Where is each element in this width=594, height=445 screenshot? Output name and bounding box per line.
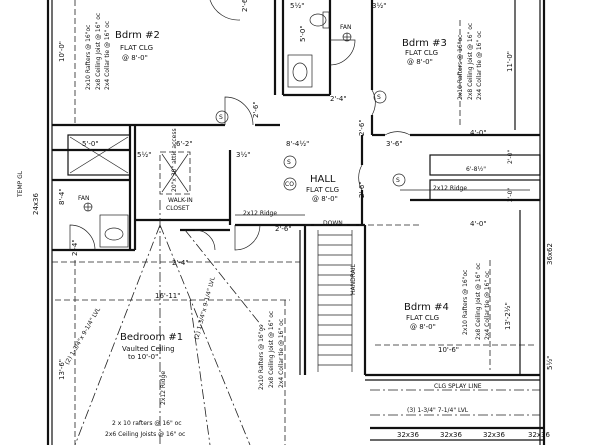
joist-note-bdrm3: 2x8 Ceiling Joist @ 16" oc [467,23,474,100]
dim-5-0-b: 5'-0" [299,25,307,42]
hall-clg: FLAT CLG [306,186,339,194]
dim-2-6-e: 2'-6" [241,0,249,12]
lvl-note-left: (2) 1-3/4"x 9-1/4" LVL [64,306,103,366]
dim-2-4-c: 2'-4" [172,259,189,267]
dim-5-half-c: 5½" [546,356,554,370]
rafter-note-bdrm3: 2x10 Rafters @ 16"oc [457,35,464,100]
ridge-right: 2x12 Ridge [433,185,467,192]
dim-5-half-b: 5½" [290,2,304,10]
fan-label-bath: FAN [340,24,352,31]
walkin-name: WALK-IN [168,197,193,204]
window-32x36-a: 32x36 [397,431,420,439]
dim-3-half-b: 3½" [372,2,386,10]
dim-10-0: 10'-0" [58,41,66,62]
window-32x36-c: 32x36 [483,431,506,439]
rafter-note-bdrm4: 2x10 Rafters @ 16"oc [462,270,469,335]
dim-8-4half: 8'-4½" [286,140,309,148]
collar-note-bdrm3: 2x4 Collar tie @ 16" oc [476,31,483,100]
dim-16-11: 16'-11" [155,292,180,300]
down-label: DOWN [323,220,343,227]
joist-note-b1: 2x6 Ceiling Joists @ 16" oc [105,431,185,438]
dim-2-6-b: 2'-6" [358,119,366,136]
dim-2-6-d: 2'-6" [275,225,292,233]
bdrm2-clg: FLAT CLG [120,44,153,52]
roof-lines [52,0,535,445]
dim-2-4-b: 2'-4" [71,239,79,256]
bdrm2-height: @ 8'-0" [122,54,148,62]
dim-4-0-a: 4'-0" [470,129,487,137]
bedroom1-name: Bedroom #1 [120,332,183,343]
dim-2-6-c: 2'-6" [358,181,366,198]
bdrm3-clg: FLAT CLG [405,49,438,57]
bedroom1-height: to 10'-0" [128,353,158,361]
dim-13-2half: 13'-2½" [504,302,512,330]
window-32x36-b: 32x36 [440,431,463,439]
rafter-note-b1: 2 x 10 rafters @ 16" oc [112,420,182,427]
attic-access-label: 20"x 30" attic access [171,128,178,192]
rafter-note-center: 2x10 Rafters @ 16"oc [258,325,265,390]
collar-note-bdrm4: 2x4 Collar tie @ 16" oc [484,271,491,340]
rafter-note-bdrm2: 2x10 Rafters @ 16"oc [85,25,92,90]
hall-height: @ 8'-0" [312,195,338,203]
dim-36x62: 36x62 [546,243,554,265]
dim-2-4-a: 2'-4" [330,95,347,103]
bdrm4-height: @ 8'-0" [410,323,436,331]
smoke-2: S [287,159,291,166]
dim-11-0: 11'-0" [506,51,514,72]
fixtures [69,11,406,248]
dim-10-6: 10'-6" [438,346,459,354]
bdrm4-name: Bdrm #4 [404,302,449,313]
dim-8-4: 8'-4" [58,188,66,205]
dim-5-0: 5'-0" [82,140,99,148]
ridge-bedroom1: 2x12 Ridge [160,371,167,405]
dim-6-8half: 6'-8½" [466,166,486,173]
dim-6-2: 6'-2" [176,140,193,148]
lvl-note-mid: (2) 1-3/4"x 9-1/4" LVL [193,276,217,341]
collar-note-bdrm2: 2x4 Collar tie @ 16" oc [104,21,111,90]
dim-4-0-b: 4'-0" [470,220,487,228]
bdrm2-name: Bdrm #2 [115,30,160,41]
handrail-label: HANDRAIL [350,263,357,295]
hall-name: HALL [310,174,336,185]
walls [46,0,546,445]
bdrm4-clg: FLAT CLG [406,314,439,322]
doors [69,0,411,251]
dim-2-6-a: 2'-6" [252,101,260,118]
dim-5-half: 5½" [137,151,151,159]
collar-note-center: 2x4 Collar tie @ 16" oc [278,319,285,388]
window-32x36-d: 32x36 [528,431,551,439]
bdrm3-name: Bdrm #3 [402,38,447,49]
dim-24x36: 24x36 [32,192,40,215]
stairs [317,230,353,372]
splay-line: CLG SPLAY LINE [434,383,482,390]
smoke-4: S [377,94,381,101]
dim-3-half-a: 3½" [236,151,250,159]
fan-label-left: FAN [78,195,90,202]
dim-2-0-a: 2'-0" [507,150,514,164]
co-1: CO [285,181,294,188]
smoke-1: S [219,114,223,121]
joist-note-bdrm4: 2x8 Ceiling Joist @ 16" oc [475,263,482,340]
lvl-note-bottom: (3) 1-3/4" 7-1/4" LVL [407,407,469,414]
dim-3-6: 3'-6" [386,140,403,148]
dim-13-6: 13'-6" [58,359,66,380]
joist-note-center: 2x8 Ceiling Joist @ 16" oc [268,311,275,388]
temp-gl-label: TEMP GL [17,170,24,198]
joist-note-bdrm2: 2x8 Ceiling Joist @ 16" oc [95,13,102,90]
ridge-hall: 2x12 Ridge [243,210,277,217]
bedroom1-clg: Vaulted Ceiling [122,345,175,353]
smoke-3: S [396,177,400,184]
walkin-sub: CLOSET [166,205,190,212]
dim-2-0-b: 2'-0" [507,188,514,202]
bdrm3-height: @ 8'-0" [407,58,433,66]
